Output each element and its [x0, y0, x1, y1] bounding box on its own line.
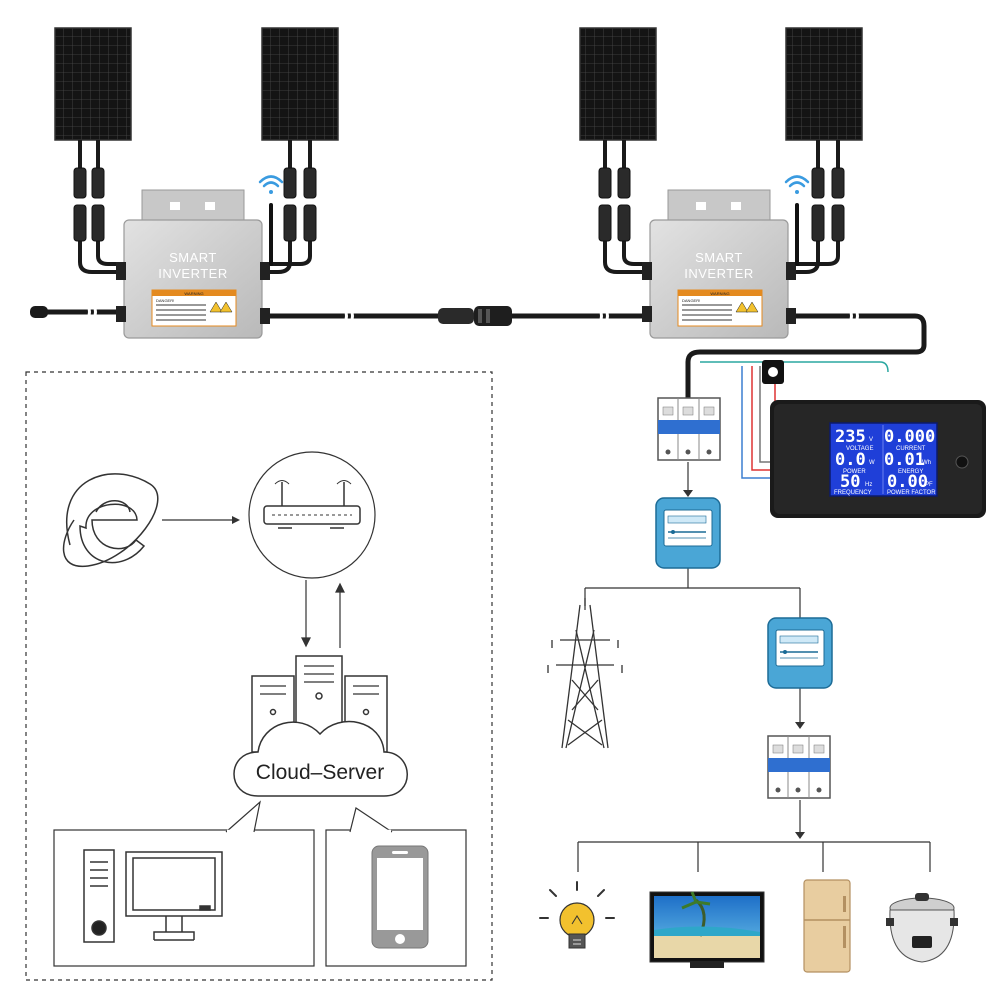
ac-cable-connector — [438, 306, 512, 326]
wifi-icon — [784, 175, 810, 194]
mc4-connectors — [73, 167, 845, 242]
current-label: CURRENT — [896, 446, 926, 452]
router-icon — [248, 451, 376, 579]
television-icon — [649, 891, 765, 968]
solar-panel-icon — [579, 27, 657, 141]
circuit-breaker-icon — [767, 735, 831, 799]
voltage-label: VOLTAGE — [846, 446, 873, 452]
voltage-unit: V — [869, 437, 873, 443]
energy-meter-icon — [767, 617, 833, 689]
solar-panel-2 — [261, 27, 339, 141]
arrow-head — [232, 516, 240, 524]
svg-text:WARNING: WARNING — [710, 291, 729, 296]
arrow-heads — [683, 490, 805, 839]
inverter-title-line2: INVERTER — [158, 266, 228, 281]
pf-label: POWER FACTOR — [887, 490, 936, 496]
solar-panel-icon — [54, 27, 132, 141]
svg-text:WARNING: WARNING — [184, 291, 203, 296]
energy-value: 0.01 — [884, 450, 925, 470]
flow-lines — [577, 462, 931, 872]
warning-label: WARNING DANGER! — [677, 289, 763, 327]
power-value: 0.0 — [835, 450, 866, 470]
panel-cables-left — [78, 140, 312, 274]
circuit-breaker-icon — [657, 397, 721, 461]
solar-panel-3 — [579, 27, 657, 141]
pf-unit: PF — [925, 482, 933, 488]
energy-label: ENERGY — [898, 469, 923, 475]
inverter-title-line2: INVERTER — [684, 266, 754, 281]
svg-text:DANGER!: DANGER! — [156, 298, 174, 303]
desktop-computer-icon — [83, 849, 223, 943]
refrigerator-icon — [803, 879, 851, 973]
cloud-icon: Cloud–Server — [233, 720, 408, 797]
wifi-icon — [258, 175, 284, 194]
smartphone-icon — [371, 845, 429, 949]
internet-explorer-icon — [62, 473, 159, 567]
frequency-label: FREQUENCY — [834, 490, 872, 496]
cable-break-marks — [86, 305, 859, 323]
warning-label: WARNING DANGER! — [151, 289, 237, 327]
frequency-unit: Hz — [865, 482, 872, 488]
solar-panel-4 — [785, 27, 863, 141]
meter-button[interactable] — [955, 455, 969, 469]
cloud-server-label: Cloud–Server — [256, 761, 384, 784]
smart-inverter-2: SMART INVERTER WARNING DANGER! — [642, 189, 799, 339]
light-bulb-icon — [539, 881, 615, 949]
cable-end-cap — [30, 306, 48, 318]
inverter-title-line1: SMART — [169, 250, 217, 265]
panel-cables-right — [603, 140, 840, 274]
solar-panel-1 — [54, 27, 132, 141]
solar-panel-icon — [261, 27, 339, 141]
current-unit: A — [927, 437, 931, 443]
voltage-value: 235 — [835, 427, 866, 447]
bidirectional-arrows — [301, 580, 345, 648]
power-unit: W — [869, 460, 875, 466]
monitoring-dashed-box — [25, 371, 493, 981]
current-value: 0.000 — [884, 427, 935, 447]
current-transformer-clamp — [762, 360, 784, 384]
smart-inverter-1: SMART INVERTER WARNING DANGER! — [116, 189, 273, 339]
inverter-title-line1: SMART — [695, 250, 743, 265]
power-meter-display: 235 V VOLTAGE 0.000 A CURRENT 0.0 W POWE… — [770, 400, 986, 518]
solar-panel-icon — [785, 27, 863, 141]
energy-meter-icon — [655, 497, 721, 569]
energy-unit: Wh — [922, 460, 931, 466]
power-label: POWER — [843, 469, 866, 475]
svg-text:DANGER!: DANGER! — [682, 298, 700, 303]
pf-value: 0.00 — [887, 472, 928, 492]
power-tower-icon — [547, 598, 623, 749]
frequency-value: 50 — [840, 472, 860, 492]
rice-cooker-icon — [886, 893, 958, 963]
